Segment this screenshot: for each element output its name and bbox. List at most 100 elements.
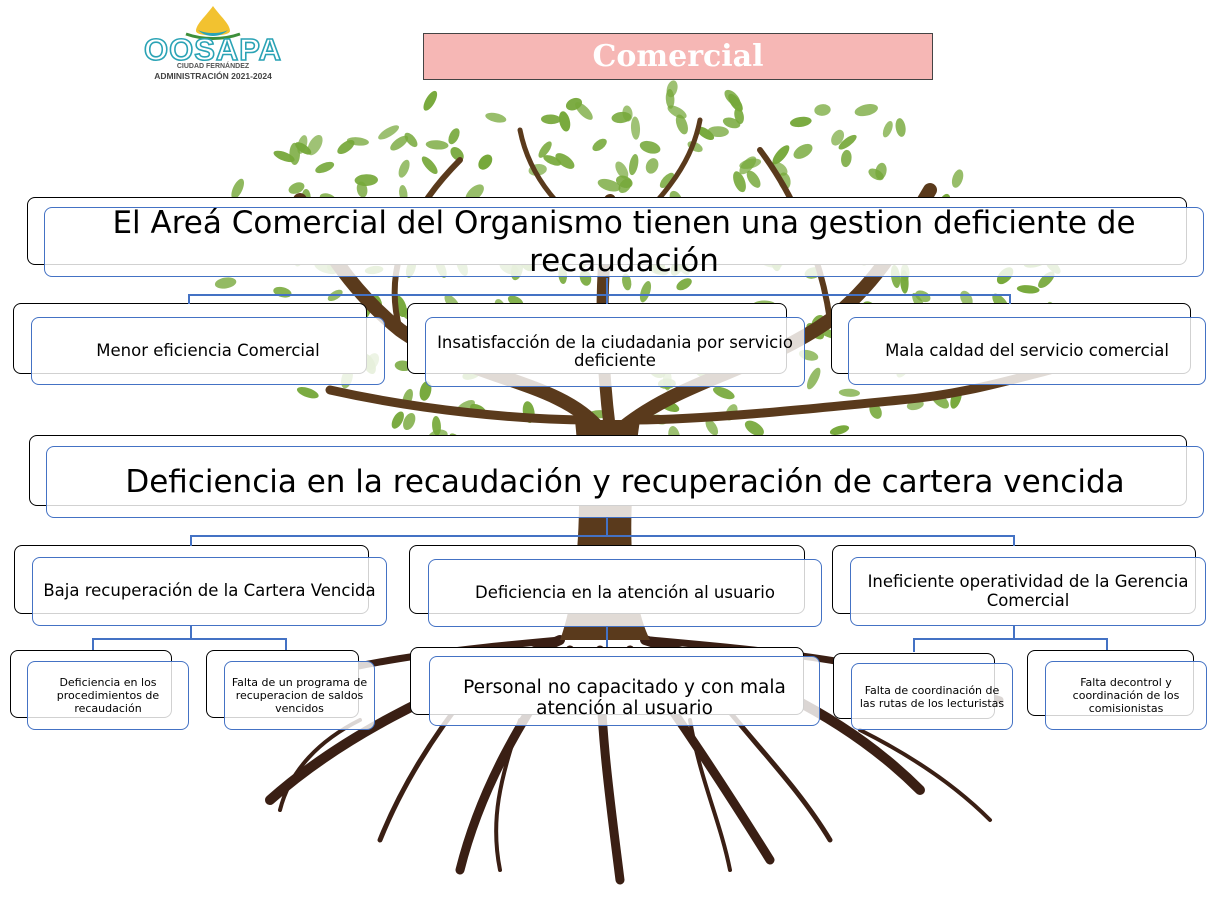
subcause-box: Falta de coordinación de las rutas de lo… xyxy=(851,663,1013,730)
connector-line xyxy=(92,638,286,640)
leaf-shape xyxy=(622,273,632,291)
tree-line xyxy=(688,718,732,872)
leaf-shape xyxy=(296,386,319,399)
leaf-shape xyxy=(543,155,562,166)
leaf-shape xyxy=(425,140,449,150)
leaf-shape xyxy=(597,178,621,192)
leaf-shape xyxy=(696,126,715,141)
connector-line xyxy=(606,627,608,647)
leaf-shape xyxy=(733,171,746,193)
connector-line xyxy=(1106,638,1108,650)
leaf-shape xyxy=(739,158,762,169)
leaf-shape xyxy=(746,170,761,188)
leaf-shape xyxy=(273,286,292,298)
effect-box: Insatisfacción de la ciudadania por serv… xyxy=(425,317,805,387)
leaf-shape xyxy=(724,89,741,107)
logo-name: OOSAPA xyxy=(143,32,283,67)
leaf-shape xyxy=(676,278,692,291)
leaf-shape xyxy=(404,132,418,148)
leaf-shape xyxy=(639,281,652,303)
leaf-shape xyxy=(478,154,493,170)
leaf-shape xyxy=(354,174,378,187)
tree-line xyxy=(325,385,595,425)
connector-line xyxy=(188,294,190,304)
effect-box: Menor eficiencia Comercial xyxy=(31,317,385,385)
connector-line xyxy=(285,638,287,650)
leaf-shape xyxy=(951,169,964,188)
leaf-shape xyxy=(615,161,629,179)
leaf-shape xyxy=(772,145,790,165)
leaf-shape xyxy=(829,425,850,435)
connector-line xyxy=(190,626,192,638)
leaf-shape xyxy=(273,150,295,163)
leaf-shape xyxy=(712,386,735,400)
leaf-shape xyxy=(841,149,852,168)
connector-line xyxy=(606,518,608,536)
leaf-shape xyxy=(423,90,438,111)
leaf-shape xyxy=(793,143,813,159)
page-title: Comercial xyxy=(423,33,933,80)
subcause-box: Deficiencia en los procedimientos de rec… xyxy=(27,661,189,730)
leaf-shape xyxy=(789,116,812,128)
connector-line xyxy=(1009,294,1011,304)
leaf-shape xyxy=(806,367,821,390)
leaf-shape xyxy=(629,154,639,176)
leaf-shape xyxy=(838,388,860,397)
connector-line xyxy=(188,294,1010,296)
leaf-shape xyxy=(611,111,632,124)
leaf-shape xyxy=(346,137,369,146)
leaf-shape xyxy=(485,112,507,123)
cause-box: Ineficiente operatividad de la Gerencia … xyxy=(850,557,1206,626)
leaf-shape xyxy=(616,175,633,189)
subcause-box: Personal no capacitado y con mala atenci… xyxy=(429,656,820,726)
connector-line xyxy=(190,535,192,546)
cause-box: Deficiencia en la atención al usuario xyxy=(428,559,822,627)
connector-line xyxy=(913,638,1107,640)
leaf-shape xyxy=(630,116,641,140)
problem-box: El Areá Comercial del Organismo tienen u… xyxy=(44,205,1204,279)
leaf-shape xyxy=(639,140,661,154)
leaf-shape xyxy=(645,158,659,174)
tree-line xyxy=(858,728,992,822)
leaf-shape xyxy=(378,125,400,140)
connector-line xyxy=(190,535,1014,537)
leaf-shape xyxy=(538,141,552,158)
leaf-shape xyxy=(448,128,460,145)
leaf-shape xyxy=(558,111,571,132)
connector-line xyxy=(1013,535,1015,546)
subcause-box: Falta de un programa de recuperacion de … xyxy=(224,661,375,730)
leaf-shape xyxy=(555,153,575,169)
logo-administration: ADMINISTRACIÓN 2021-2024 xyxy=(154,71,272,81)
connector-line xyxy=(1013,626,1015,638)
tree-line xyxy=(494,718,522,872)
leaf-shape xyxy=(592,138,607,152)
logo-subtitle: CIUDAD FERNÁNDEZ xyxy=(176,63,250,70)
leaf-shape xyxy=(1016,285,1040,294)
leaf-shape xyxy=(722,117,741,129)
leaf-shape xyxy=(854,104,878,117)
connector-line xyxy=(92,638,94,650)
water-drop-icon xyxy=(185,6,241,40)
leaf-shape xyxy=(421,156,438,174)
leaf-shape xyxy=(565,97,583,111)
leaf-shape xyxy=(814,104,831,116)
subcause-box: Falta decontrol y coordinación de los co… xyxy=(1045,661,1207,730)
leaf-shape xyxy=(214,277,237,289)
leaf-shape xyxy=(231,178,245,200)
cause-box: Baja recuperación de la Cartera Vencida xyxy=(32,557,387,626)
leaf-shape xyxy=(541,114,561,125)
central-problem-box: Deficiencia en la recaudación y recupera… xyxy=(46,446,1204,518)
leaf-shape xyxy=(705,419,719,436)
leaf-shape xyxy=(659,172,675,189)
leaf-shape xyxy=(838,134,857,150)
leaf-shape xyxy=(744,420,764,436)
leaf-shape xyxy=(391,411,404,429)
logo: OOSAPA CIUDAD FERNÁNDEZ ADMINISTRACIÓN 2… xyxy=(98,4,328,81)
leaf-shape xyxy=(882,120,893,138)
leaf-shape xyxy=(295,142,312,155)
connector-line xyxy=(606,278,608,304)
leaf-shape xyxy=(666,80,678,98)
leaf-shape xyxy=(707,126,729,138)
leaf-shape xyxy=(895,118,906,137)
leaf-shape xyxy=(398,159,410,178)
